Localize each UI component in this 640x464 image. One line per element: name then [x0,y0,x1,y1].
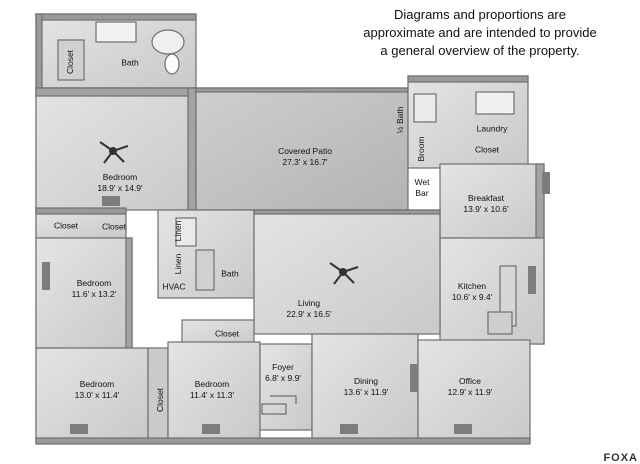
brand-logo: FOXA [603,452,638,464]
room-closet-top: Closet [65,49,75,75]
room-broom: Broom [416,136,426,162]
room-kitchen: Kitchen 10.6' x 9.4' [451,281,493,302]
windows [42,172,550,434]
room-bath-top: Bath [121,57,139,68]
room-closet-laundry: Closet [474,144,500,155]
ceiling-fan-icon [329,262,359,285]
room-bedroom-left: Bedroom 11.6' x 13.2' [71,278,117,299]
room-bath-mid: Bath [221,268,239,279]
room-breakfast: Breakfast 13.9' x 10.6' [463,193,509,214]
room-closet-left2: Closet [101,221,127,232]
room-closet-left: Closet [53,220,79,231]
room-living: Living 22.9' x 16.5' [286,298,332,319]
room-linen-1: Linen [173,220,183,242]
room-office: Office 12.9' x 11.9' [447,376,493,397]
room-foyer: Foyer 6.8' x 9.9' [265,362,301,383]
room-half-bath: ½ Bath [395,106,405,134]
walls [35,13,545,445]
room-hvac: HVAC [162,281,186,292]
room-laundry: Laundry [476,123,508,134]
foyer-steps [261,395,297,415]
room-bedroom-master: Bedroom 18.9' x 14.9' [97,172,143,193]
disclaimer-line: Diagrams and proportions are [394,7,566,22]
room-closet-bottom-left: Closet [155,387,165,413]
room-wet-bar: Wet Bar [414,177,430,198]
room-bedroom-bottom-mid: Bedroom 11.4' x 11.3' [189,379,235,400]
room-bedroom-bottom-left: Bedroom 13.0' x 11.4' [74,379,120,400]
disclaimer: Diagrams and proportions are approximate… [330,6,630,60]
room-covered-patio: Covered Patio 27.3' x 16.7' [278,146,332,167]
room-linen-2: Linen [173,253,183,275]
room-closet-mid: Closet [214,328,240,339]
disclaimer-line: a general overview of the property. [380,43,580,58]
room-dining: Dining 13.6' x 11.9' [343,376,389,397]
disclaimer-line: approximate and are intended to provide [363,25,597,40]
ceiling-fan-icon [99,141,129,164]
